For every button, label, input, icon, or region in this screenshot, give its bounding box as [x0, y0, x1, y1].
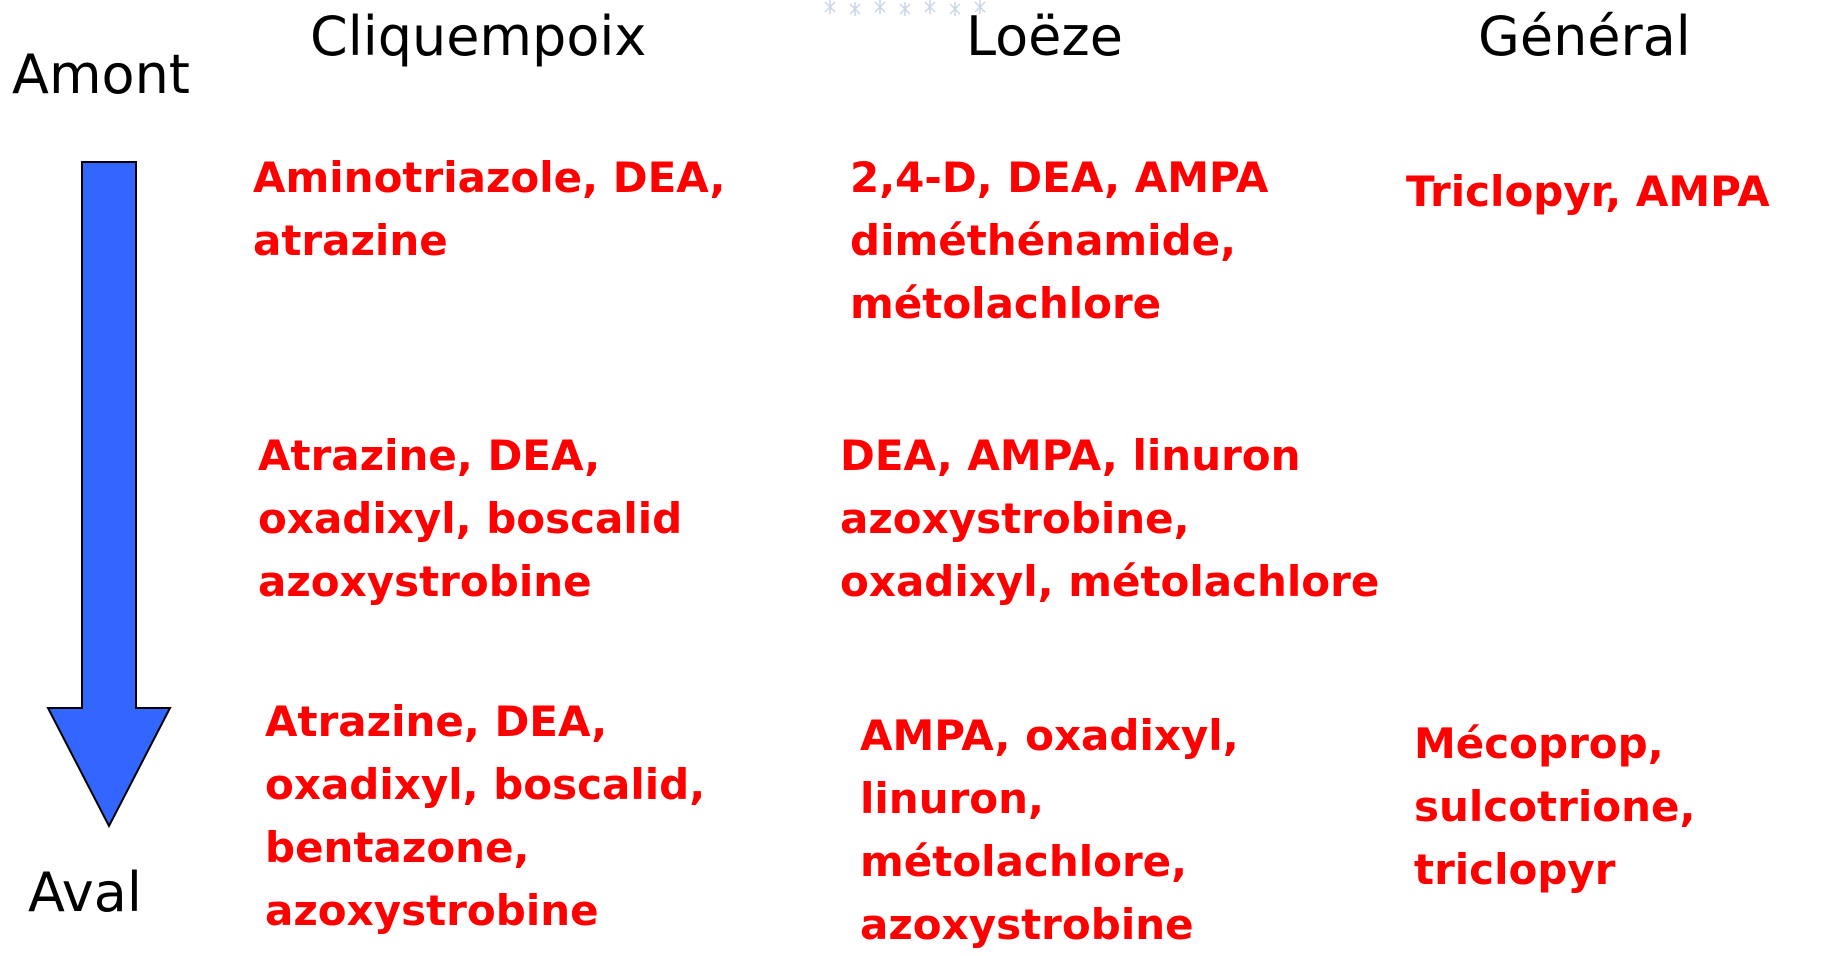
cell-row3-loeze: AMPA, oxadixyl, linuron, métolachlore, a… [860, 704, 1239, 956]
cell-line: AMPA, oxadixyl, [860, 711, 1239, 760]
cell-line: azoxystrobine [258, 557, 592, 606]
cell-row3-cliquempoix: Atrazine, DEA, oxadixyl, boscalid, benta… [265, 690, 705, 942]
snowflake-pattern-icon [824, 0, 986, 16]
cell-line: métolachlore [850, 279, 1162, 328]
cell-line: oxadixyl, boscalid [258, 494, 683, 543]
cell-row1-loeze: 2,4-D, DEA, AMPA diméthénamide, métolach… [850, 146, 1268, 335]
upstream-label: Amont [12, 43, 190, 106]
cell-line: azoxystrobine [265, 886, 599, 935]
cell-row1-general: Triclopyr, AMPA [1406, 160, 1770, 223]
cell-line: 2,4-D, DEA, AMPA [850, 153, 1269, 202]
cell-row2-loeze: DEA, AMPA, linuron azoxystrobine, oxadix… [840, 424, 1379, 613]
cell-line: sulcotrione, [1414, 782, 1696, 831]
cell-row3-general: Mécoprop, sulcotrione, triclopyr [1414, 712, 1695, 901]
column-header-loeze: Loëze [966, 5, 1123, 68]
cell-line: bentazone, [265, 823, 530, 872]
cell-line: Atrazine, DEA, [265, 697, 608, 746]
cell-row1-cliquempoix: Aminotriazole, DEA, atrazine [253, 146, 726, 272]
cell-line: métolachlore, [860, 837, 1188, 886]
cell-line: azoxystrobine [860, 900, 1194, 949]
cell-line: atrazine [253, 216, 448, 265]
cell-line: Mécoprop, [1414, 719, 1664, 768]
column-header-cliquempoix: Cliquempoix [310, 5, 647, 68]
cell-line: DEA, AMPA, linuron [840, 431, 1301, 480]
down-arrow-icon [46, 161, 172, 829]
downstream-label: Aval [28, 861, 142, 924]
cell-line: Atrazine, DEA, [258, 431, 601, 480]
cell-line: linuron, [860, 774, 1045, 823]
cell-line: azoxystrobine, [840, 494, 1190, 543]
cell-row2-cliquempoix: Atrazine, DEA, oxadixyl, boscalid azoxys… [258, 424, 682, 613]
cell-line: oxadixyl, métolachlore [840, 557, 1380, 606]
cell-line: diméthénamide, [850, 216, 1237, 265]
cell-line: triclopyr [1414, 845, 1616, 894]
cell-line: oxadixyl, boscalid, [265, 760, 706, 809]
column-header-general: Général [1478, 5, 1691, 68]
cell-line: Triclopyr, AMPA [1406, 167, 1770, 216]
cell-line: Aminotriazole, DEA, [253, 153, 726, 202]
